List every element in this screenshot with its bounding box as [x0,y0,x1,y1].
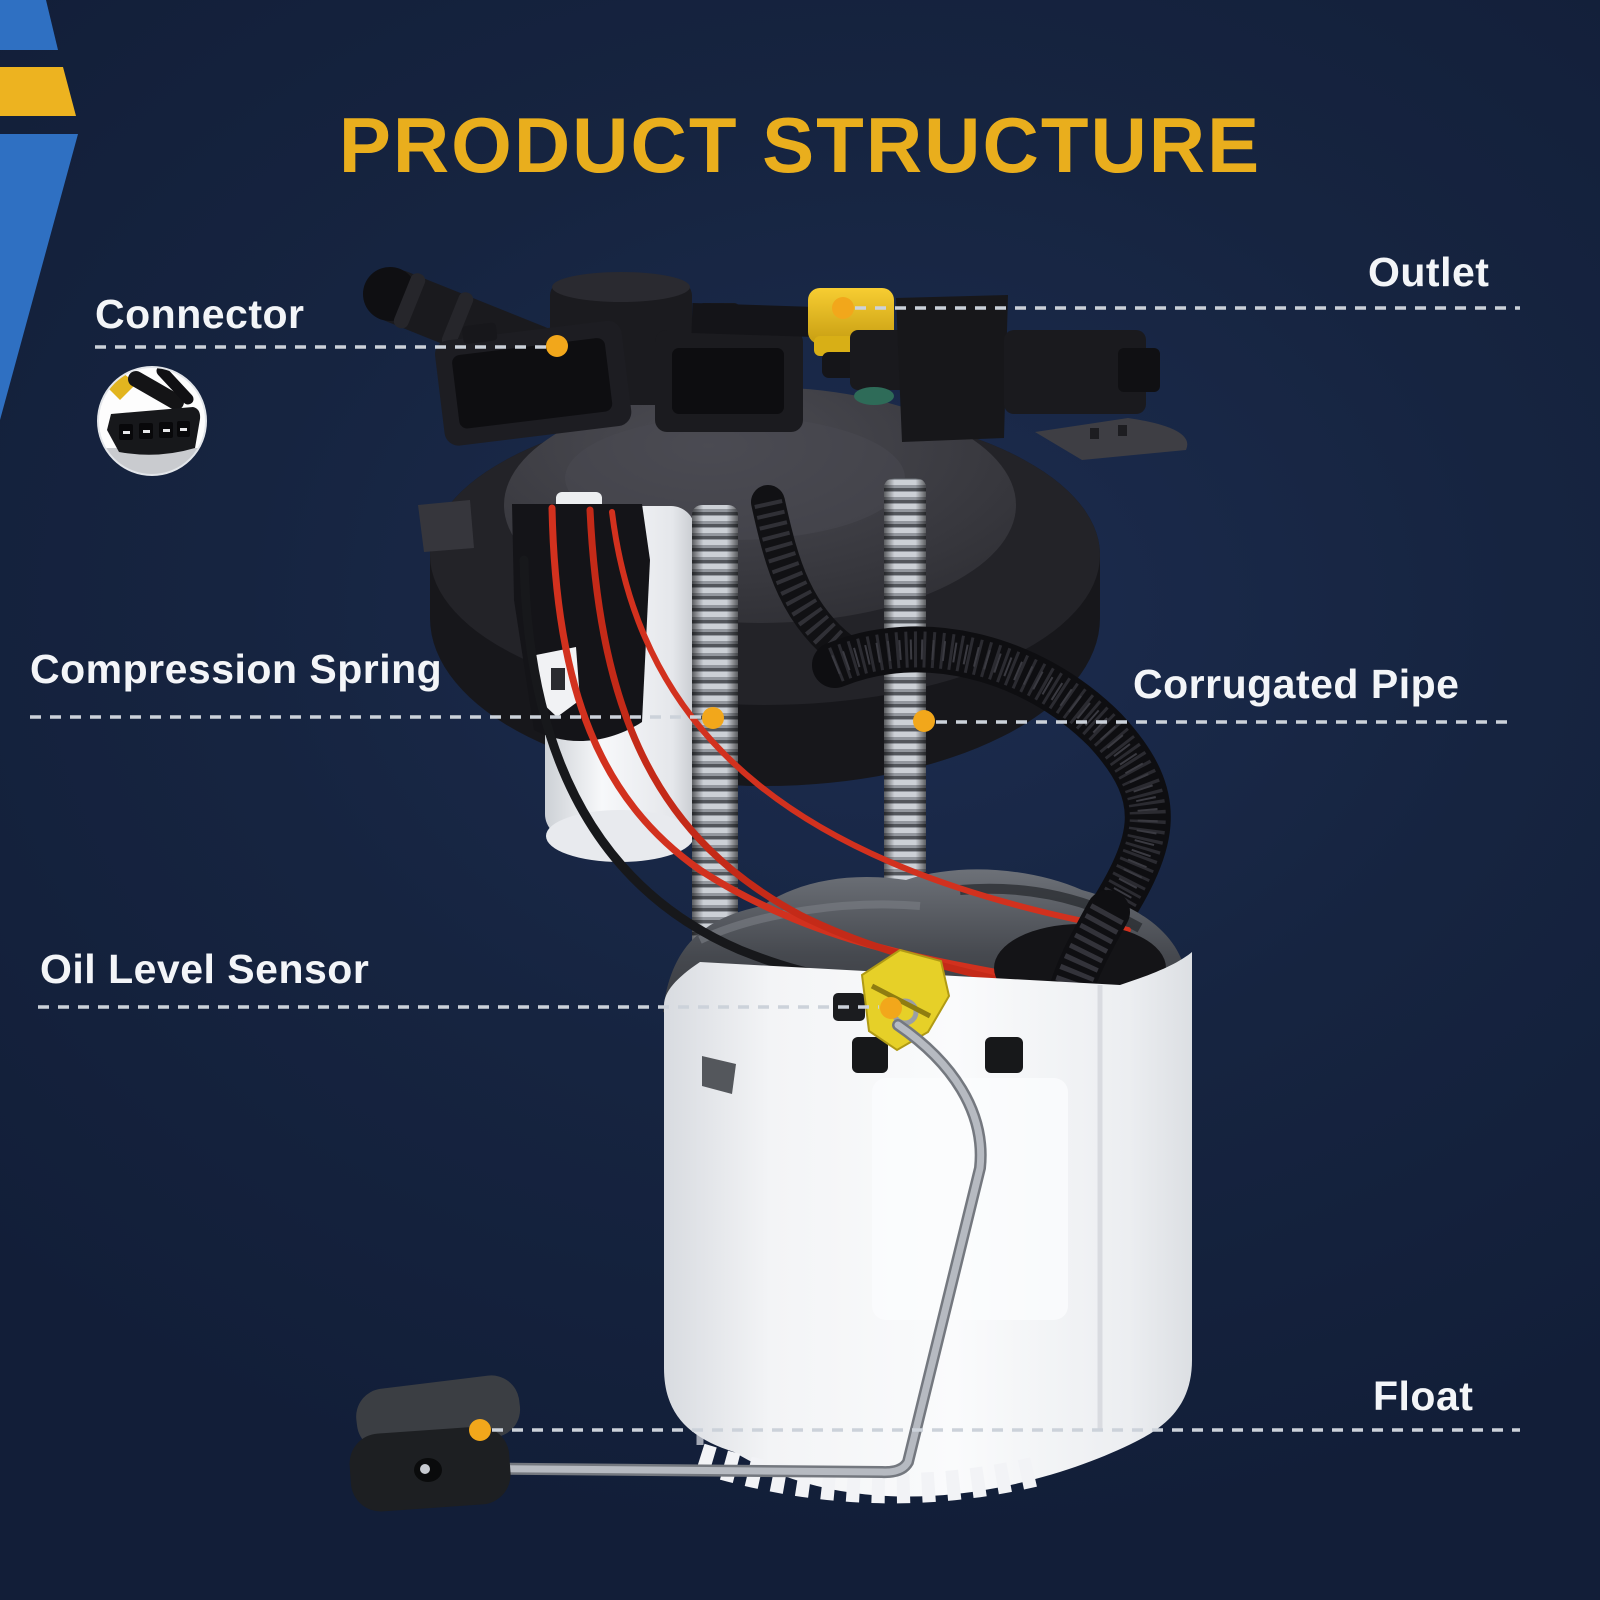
callout-dot-outlet [832,297,854,319]
callout-dots [469,297,935,1441]
fuel-pump-canister [512,492,695,862]
bucket-clip [702,1056,736,1094]
bucket-serrated-edge [695,1443,1046,1504]
electrical-connector-mid [655,303,803,432]
callout-label-connector: Connector [95,291,305,337]
callout-label-corrugated-pipe: Corrugated Pipe [1133,661,1460,707]
float [349,1375,521,1512]
callout-label-compression-spring: Compression Spring [30,646,443,692]
callout-dot-float [469,1419,491,1441]
corner-stripe-yellow [0,67,76,116]
page-title: PRODUCT STRUCTURE [338,101,1262,189]
reservoir-bucket [664,952,1192,1504]
electrical-connector-left [434,320,632,446]
callout-dot-compression-spring [702,707,724,729]
callout-label-oil-level-sensor: Oil Level Sensor [40,946,370,992]
callout-label-outlet: Outlet [1368,249,1490,295]
oil-level-sensor [833,948,951,1052]
red-wire-3 [609,509,1131,933]
flange-left-tab [418,500,474,552]
callout-dot-oil-level-sensor [880,997,902,1019]
bucket-port-left [852,1037,888,1073]
float-arm [424,1019,987,1479]
red-wire-2 [586,506,1066,1002]
bucket-port-right [985,1037,1023,1073]
callout-label-float: Float [1373,1373,1474,1419]
callout-lines [30,306,1520,1432]
bracket-assembly-right [850,295,1160,442]
connector-inset-photo [97,366,207,476]
guide-rod-right [884,478,926,952]
flange-right-tab [1035,418,1188,460]
callout-dot-corrugated-pipe [913,710,935,732]
o-ring-green [854,387,894,405]
callout-dot-connector [546,335,568,357]
